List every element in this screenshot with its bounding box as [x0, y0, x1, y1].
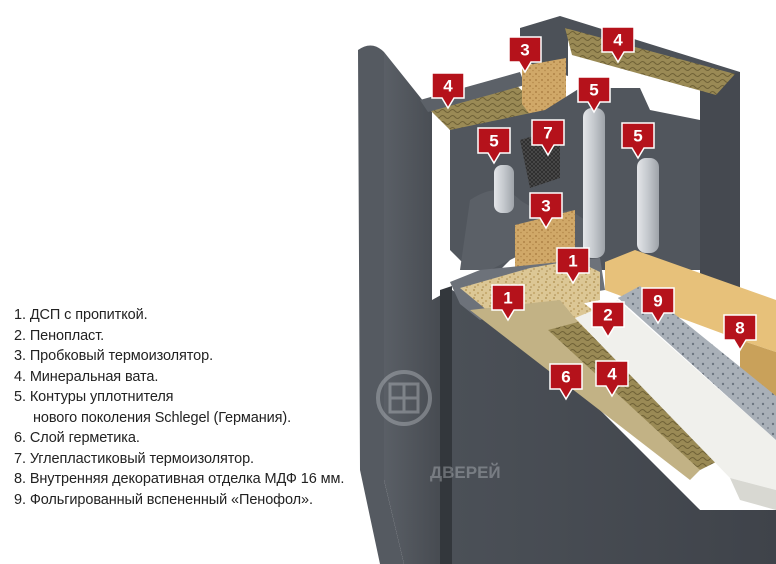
door-leaf-face-right — [452, 300, 776, 564]
badge-3-middle: 3 — [529, 192, 563, 230]
legend-item-2: 2. Пенопласт. — [14, 327, 105, 344]
legend-item-4: 4. Минеральная вата. — [14, 368, 159, 385]
mineral-wool-bottom — [548, 322, 720, 470]
svg-text:9: 9 — [653, 292, 662, 311]
svg-text:5: 5 — [633, 127, 642, 146]
door-leaf-left-edge — [440, 286, 452, 564]
badge-4-left: 4 — [431, 72, 465, 110]
svg-text:5: 5 — [489, 132, 498, 151]
svg-text:3: 3 — [541, 197, 550, 216]
seal-left — [494, 165, 514, 213]
foil-layer — [618, 286, 776, 440]
badge-5-left: 5 — [477, 127, 511, 165]
legend-item-8: 8. Внутренняя декоративная отделка МДФ 1… — [14, 471, 345, 487]
svg-text:2: 2 — [603, 306, 612, 325]
svg-text:3: 3 — [520, 41, 529, 60]
badge-5-right: 5 — [621, 122, 655, 160]
svg-text:6: 6 — [561, 368, 570, 387]
legend-item-1: 1. ДСП с пропиткой. — [14, 307, 148, 323]
badge-9: 9 — [641, 287, 675, 325]
svg-text:4: 4 — [607, 365, 617, 384]
frame-top-block — [520, 16, 740, 300]
sealant-layer — [470, 300, 700, 480]
seal-right — [637, 158, 659, 253]
watermark-logo: ДВЕРЕЙ — [376, 370, 501, 482]
svg-text:7: 7 — [543, 124, 552, 143]
watermark-text: ДВЕРЕЙ — [430, 463, 501, 482]
legend-item-3: 3. Пробковый термоизолятор. — [14, 348, 214, 364]
legend-item-5: 5. Контуры уплотнителя нового поколения … — [14, 387, 394, 428]
svg-text:4: 4 — [443, 77, 453, 96]
badge-3-top: 3 — [508, 36, 542, 74]
svg-text:8: 8 — [735, 319, 744, 338]
badge-7: 7 — [531, 119, 565, 157]
svg-text:1: 1 — [503, 289, 512, 308]
badge-2: 2 — [591, 301, 625, 339]
svg-text:5: 5 — [589, 81, 598, 100]
frame-side-panel — [384, 52, 452, 564]
svg-text:4: 4 — [613, 31, 623, 50]
legend-item-7: 7. Углепластиковый термоизолятор. — [14, 450, 254, 467]
legend-list: 1. ДСП с пропиткой. 2. Пенопласт. 3. Про… — [14, 305, 394, 510]
mineral-wool-left — [428, 84, 545, 132]
badge-1-left: 1 — [491, 284, 525, 322]
foam-layer-side — [730, 478, 776, 510]
legend-item-5-line2: нового поколения Schlegel (Германия). — [33, 409, 292, 426]
badge-5-middle: 5 — [577, 76, 611, 114]
frame-right-face — [700, 72, 740, 300]
badge-6: 6 — [549, 363, 583, 401]
frame-back-panel — [358, 45, 404, 564]
badge-1-top: 1 — [556, 247, 590, 285]
badge-4-bottom: 4 — [595, 360, 629, 398]
foam-layer — [575, 300, 776, 490]
badge-4-top: 4 — [601, 26, 635, 64]
seal-middle — [583, 108, 605, 258]
svg-text:1: 1 — [568, 252, 577, 271]
badge-8: 8 — [723, 314, 757, 352]
legend-item-9: 9. Фольгированный вспененный «Пенофол». — [14, 491, 313, 508]
legend-item-5-line1: 5. Контуры уплотнителя — [14, 389, 174, 405]
legend-item-6: 6. Слой герметика. — [14, 430, 140, 446]
